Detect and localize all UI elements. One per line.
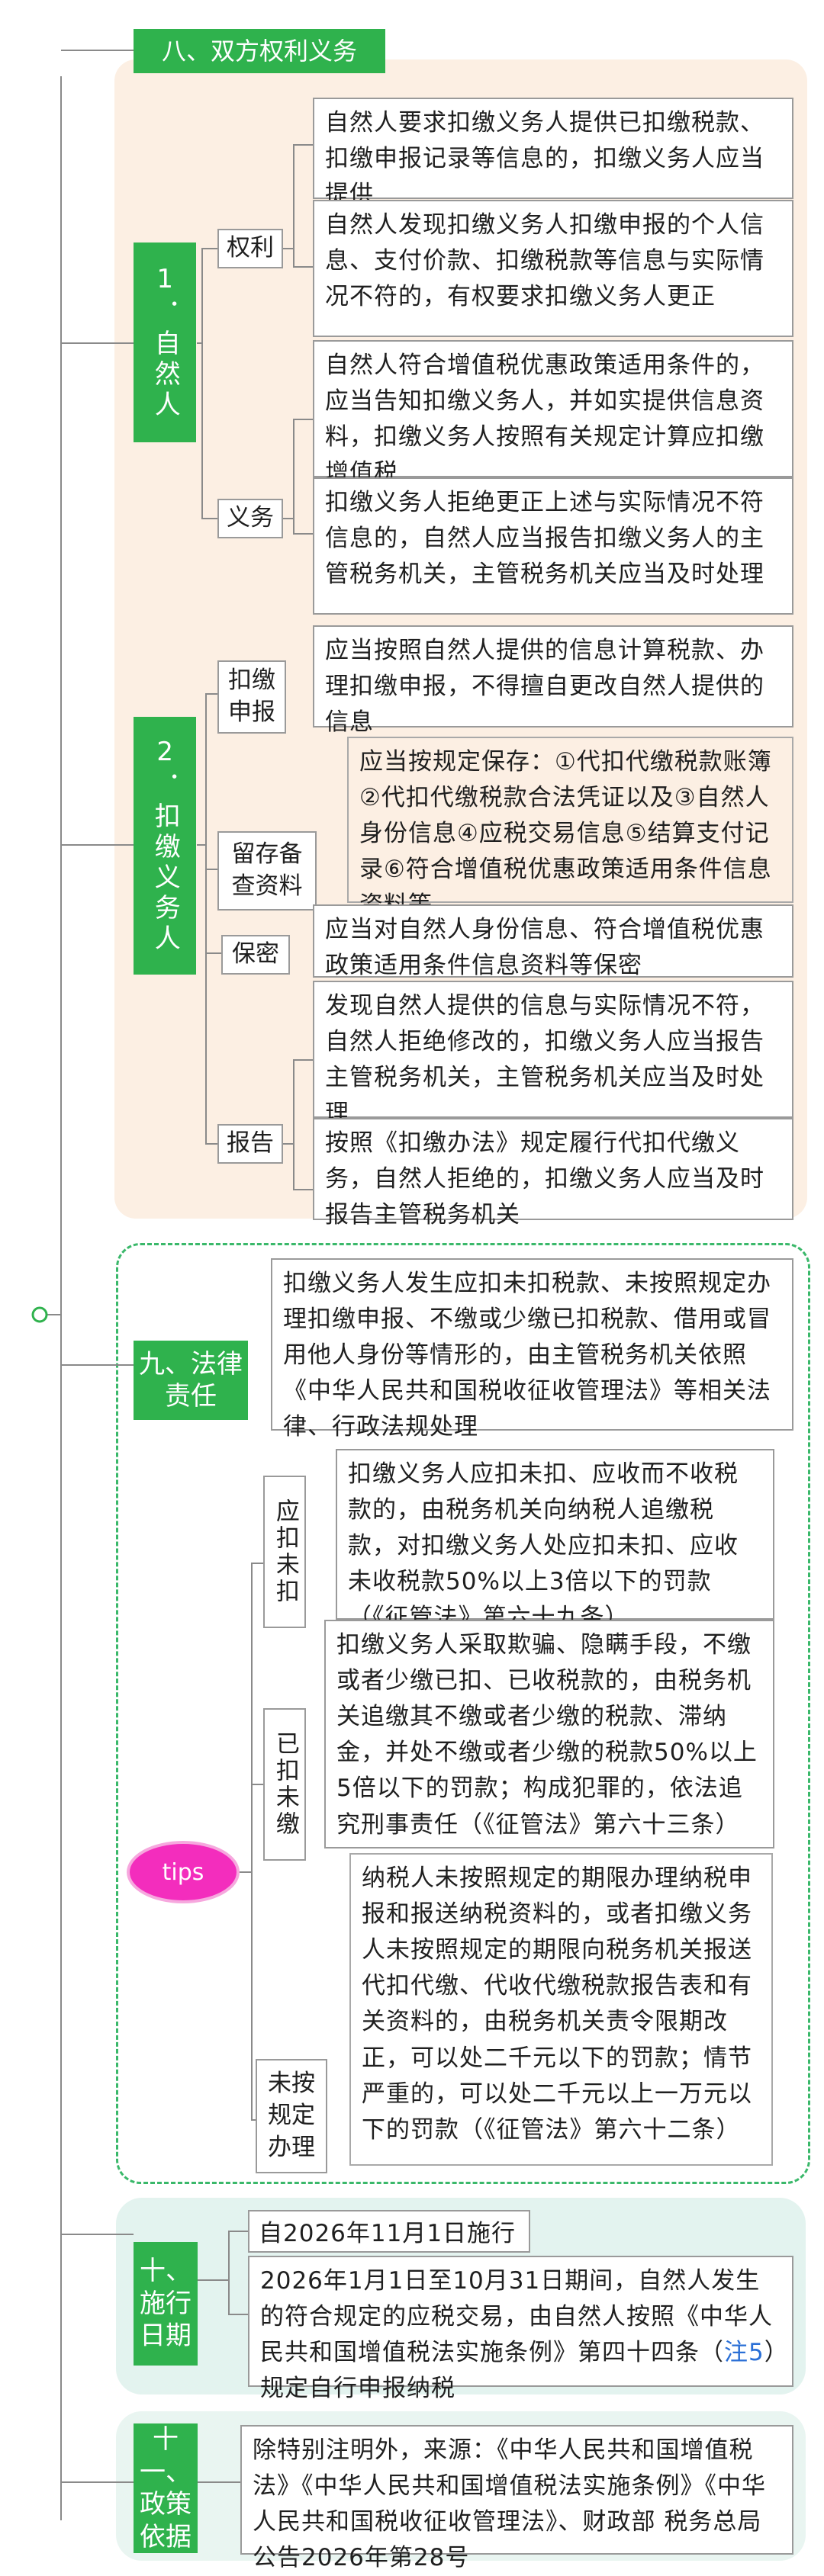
rights-label: 权利 bbox=[217, 229, 283, 268]
tip2-text: 扣缴义务人采取欺骗、隐瞒手段，不缴或者少缴已扣、已收税款的，由税务机关追缴其不缴… bbox=[324, 1620, 774, 1848]
tip1-text: 扣缴义务人应扣未扣、应收而不收税款的，由税务机关向纳税人追缴税款，对扣缴义务人处… bbox=[336, 1449, 774, 1631]
retain-label: 留存备查资料 bbox=[217, 831, 317, 911]
declare-label: 扣缴申报 bbox=[217, 660, 286, 734]
obligations-item-1: 自然人符合增值税优惠政策适用条件的，应当告知扣缴义务人，并如实提供信息资料，扣缴… bbox=[313, 340, 793, 487]
tip2-label: 已扣未缴 bbox=[263, 1708, 306, 1861]
rights-item-1: 自然人要求扣缴义务人提供已扣缴税款、扣缴申报记录等信息的，扣缴义务人应当提供 bbox=[313, 98, 793, 208]
confidential-text: 应当对自然人身份信息、符合增值税优惠政策适用条件信息资料等保密 bbox=[313, 904, 793, 979]
section10-text: 2026年1月1日至10月31日期间，自然人发生的符合规定的应税交易，由自然人按… bbox=[248, 2256, 793, 2402]
section9-text: 扣缴义务人发生应扣未扣税款、未按照规定办理扣缴申报、不缴或少缴已扣税款、借用或冒… bbox=[271, 1258, 793, 1441]
note-link[interactable]: 注5 bbox=[724, 2339, 764, 2367]
rights-item-2: 自然人发现扣缴义务人扣缴申报的个人信息、支付价款、扣缴税款等信息与实际情况不符的… bbox=[313, 200, 793, 337]
section11-text: 除特别注明外，来源：《中华人民共和国增值税法》《中华人民共和国增值税法实施条例》… bbox=[240, 2425, 793, 2571]
obligations-item-2: 扣缴义务人拒绝更正上述与实际情况不符信息的，自然人应当报告扣缴义务人的主管税务机… bbox=[313, 477, 793, 615]
natural-person-tag: 1．自然人 bbox=[134, 243, 196, 442]
withholding-agent-tag: 2．扣缴义务人 bbox=[134, 717, 196, 975]
effective-date: 自2026年11月1日施行 bbox=[248, 2210, 530, 2253]
retain-text: 应当按规定保存：①代扣代缴税款账簿②代扣代缴税款合法凭证以及③自然人身份信息④应… bbox=[347, 737, 793, 919]
report-item-1: 发现自然人提供的信息与实际情况不符，自然人拒绝修改的，扣缴义务人应当报告主管税务… bbox=[313, 981, 793, 1127]
section10-text-before: 2026年1月1日至10月31日期间，自然人发生的符合规定的应税交易，由自然人按… bbox=[260, 2267, 773, 2367]
report-item-2: 按照《扣缴办法》规定履行代扣代缴义务，自然人拒绝的，扣缴义务人应当及时报告主管税… bbox=[313, 1118, 793, 1229]
tips-badge: tips bbox=[130, 1844, 237, 1900]
tip3-label: 未按规定办理 bbox=[256, 2059, 327, 2173]
obligations-label: 义务 bbox=[217, 499, 283, 538]
section10-text-after: ）规定自行申报纳税 bbox=[260, 2339, 777, 2403]
confidential-label: 保密 bbox=[221, 935, 290, 975]
section11-tag: 十一、政策依据 bbox=[134, 2423, 198, 2553]
declare-text: 应当按照自然人提供的信息计算税款、办理扣缴申报，不得擅自更改自然人提供的信息 bbox=[313, 625, 793, 736]
report-label: 报告 bbox=[217, 1124, 283, 1164]
section10-tag: 十、施行日期 bbox=[134, 2242, 198, 2366]
section9-tag: 九、法律责任 bbox=[134, 1341, 248, 1420]
section8-title: 八、双方权利义务 bbox=[134, 29, 385, 73]
tip3-text: 纳税人未按照规定的期限办理纳税申报和报送纳税资料的，或者扣缴义务人未按照规定的期… bbox=[349, 1853, 773, 2166]
tip1-label: 应扣未扣 bbox=[263, 1476, 306, 1628]
